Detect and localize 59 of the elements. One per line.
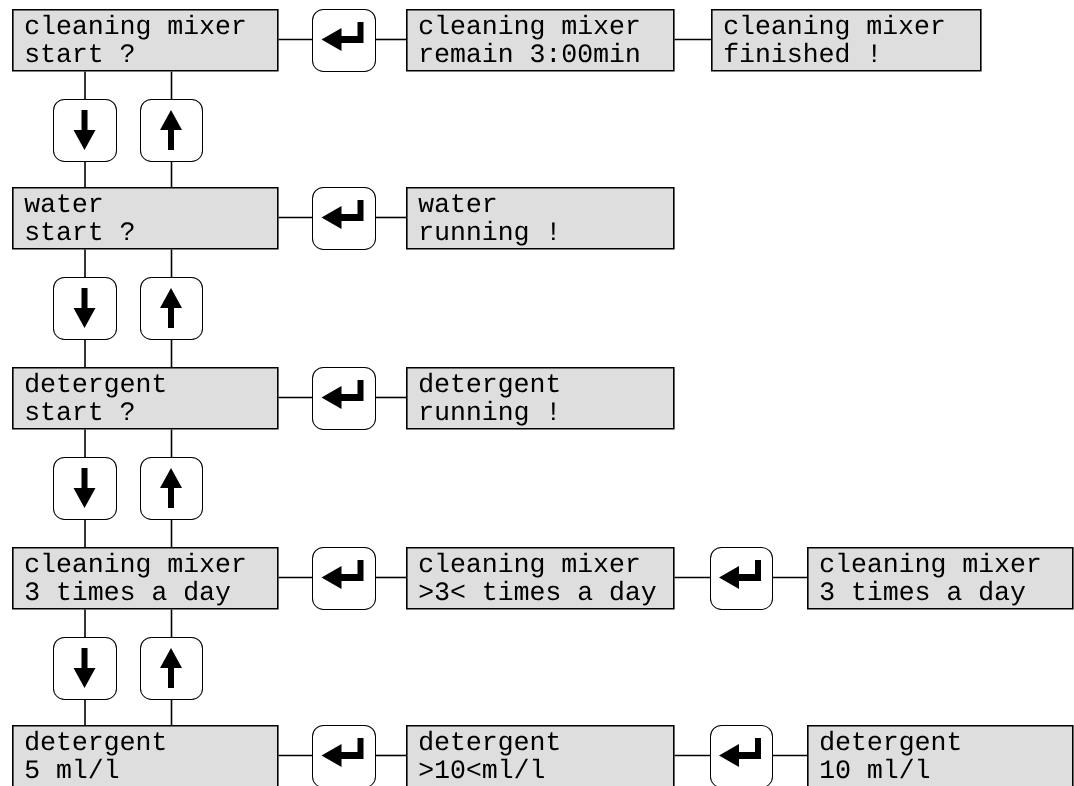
connector-line <box>84 428 86 458</box>
connector-line <box>84 699 86 726</box>
display-box: detergent running ! <box>406 367 675 430</box>
connector-line <box>277 216 313 219</box>
display-box: detergent 5 ml/l <box>12 725 279 786</box>
connector-line <box>375 38 407 41</box>
connector-line <box>375 754 407 757</box>
connector-line <box>277 576 313 579</box>
display-box: water running ! <box>406 187 675 250</box>
connector-line <box>673 38 712 41</box>
display-box: cleaning mixer 3 times a day <box>12 547 279 610</box>
connector-line <box>772 576 808 579</box>
display-box: cleaning mixer 3 times a day <box>807 547 1074 610</box>
up-key <box>140 277 203 340</box>
enter-key <box>312 547 376 610</box>
up-key <box>140 99 203 162</box>
display-box: detergent 10 ml/l <box>807 725 1074 786</box>
connector-line <box>84 339 86 368</box>
connector-line <box>277 754 313 757</box>
enter-key <box>312 367 376 430</box>
enter-key <box>710 547 773 610</box>
connector-line <box>170 248 173 278</box>
up-key <box>140 637 203 700</box>
enter-key <box>312 187 376 250</box>
enter-key <box>710 725 773 786</box>
connector-line <box>170 70 173 100</box>
enter-key <box>312 9 376 72</box>
connector-line <box>170 699 173 726</box>
display-box: cleaning mixer remain 3:00min <box>406 9 675 72</box>
connector-line <box>170 428 173 458</box>
connector-line <box>375 396 407 399</box>
up-key <box>140 457 203 520</box>
connector-line <box>84 70 86 100</box>
display-box: cleaning mixer start ? <box>12 9 279 72</box>
connector-line <box>84 248 86 278</box>
connector-line <box>170 519 173 548</box>
display-box: detergent start ? <box>12 367 279 430</box>
connector-line <box>277 38 313 41</box>
down-key <box>53 457 117 520</box>
down-key <box>53 277 117 340</box>
connector-line <box>84 161 86 188</box>
connector-line <box>84 608 86 638</box>
connector-line <box>375 216 407 219</box>
connector-line <box>673 576 711 579</box>
enter-key <box>312 725 376 786</box>
connector-line <box>84 519 86 548</box>
connector-line <box>170 161 173 188</box>
connector-line <box>772 754 808 757</box>
connector-line <box>375 576 407 579</box>
down-key <box>53 99 117 162</box>
connector-line <box>673 754 711 757</box>
down-key <box>53 637 117 700</box>
display-box: water start ? <box>12 187 279 250</box>
connector-line <box>277 396 313 399</box>
connector-line <box>170 339 173 368</box>
display-box: detergent >10<ml/l <box>406 725 675 786</box>
display-box: cleaning mixer finished ! <box>711 9 982 72</box>
connector-line <box>170 608 173 638</box>
display-box: cleaning mixer >3< times a day <box>406 547 675 610</box>
